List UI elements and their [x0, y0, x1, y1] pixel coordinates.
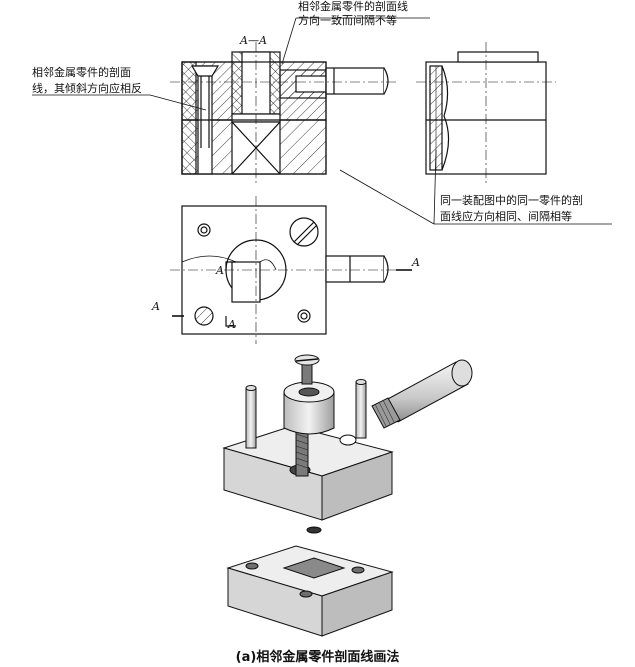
front-section-view — [170, 42, 398, 186]
isometric-view — [222, 354, 473, 637]
right-note-line2: 面线应方向相同、间隔相等 — [440, 210, 572, 223]
leader-lines — [32, 17, 612, 225]
section-mark-a-bottom: A — [228, 318, 236, 331]
section-mark-a-left: A — [152, 300, 160, 313]
top-view — [170, 196, 412, 344]
figure-caption: (a)相邻金属零件剖面线画法 — [235, 650, 400, 665]
right-note-line1: 同一装配图中的同一零件的剖 — [440, 194, 583, 207]
section-mark-a-right: A — [412, 256, 420, 269]
section-title: A—A — [240, 34, 267, 47]
left-note-line1: 相邻金属零件的剖面 — [32, 66, 131, 79]
side-view — [416, 42, 556, 186]
top-note-line2: 方向一致而间隔不等 — [298, 14, 397, 27]
section-mark-a-center: A — [216, 264, 224, 277]
left-note-line2: 线，其倾斜方向应相反 — [32, 82, 142, 95]
top-note-line1: 相邻金属零件的剖面线 — [298, 0, 408, 13]
